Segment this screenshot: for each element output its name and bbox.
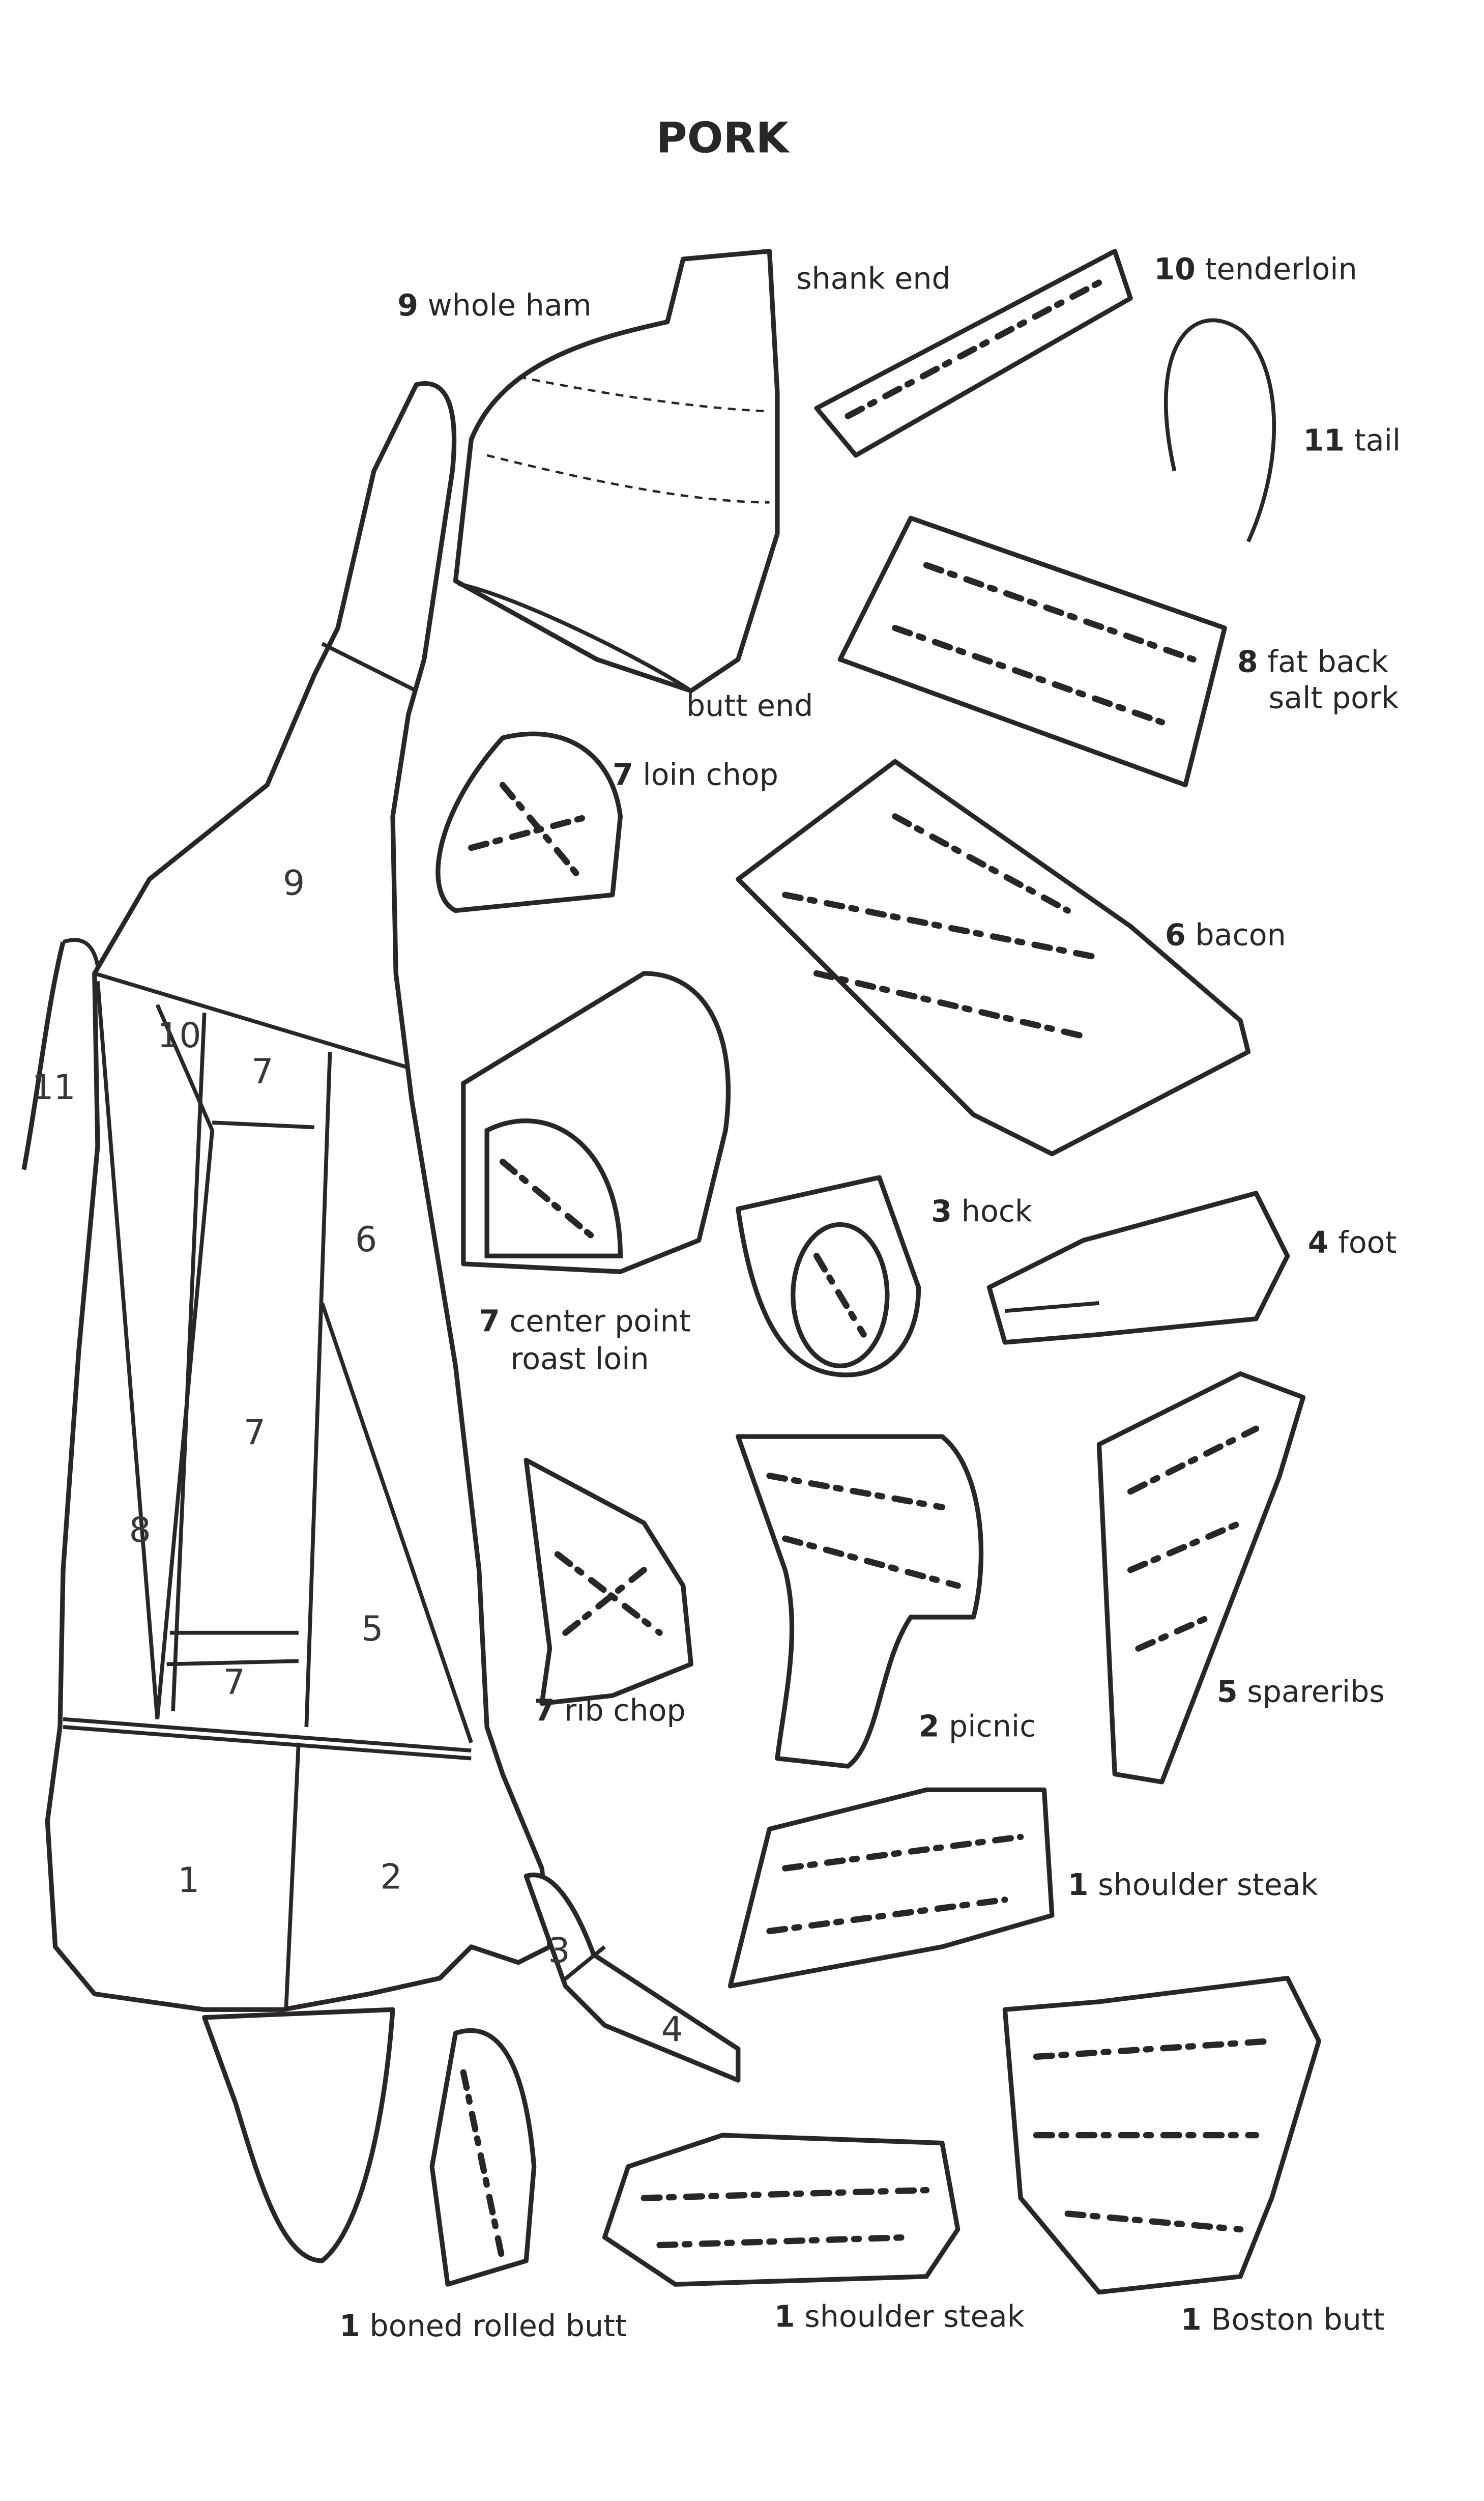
section-number: 4 xyxy=(661,2009,683,2050)
label-foot: 4 foot xyxy=(1308,1225,1397,1260)
picnic-illustration xyxy=(736,1434,984,1769)
whole-ham-illustration xyxy=(453,249,780,694)
section-number: 7 xyxy=(223,1662,245,1703)
label-shoulder-steak: 1 shoulder steak xyxy=(1068,1867,1318,1902)
fat-back-illustration xyxy=(837,515,1227,788)
tenderloin-illustration xyxy=(814,249,1133,458)
label-loin-chop: 7 loin chop xyxy=(613,758,778,792)
label-butt-end: butt end xyxy=(686,688,813,723)
section-number: 3 xyxy=(548,1931,570,1971)
section-number: 9 xyxy=(283,864,305,904)
section-number: 7 xyxy=(251,1052,273,1092)
section-number: 11 xyxy=(32,1068,75,1108)
rib-chop-illustration xyxy=(523,1457,693,1706)
label-rib-chop: 7 rib chop xyxy=(534,1693,686,1728)
section-number: 2 xyxy=(380,1857,402,1898)
label-picnic: 2 picnic xyxy=(919,1709,1036,1743)
section-number: 7 xyxy=(244,1413,266,1453)
carcass-section-numbers: 9 10 11 7 6 7 8 5 7 1 2 3 4 xyxy=(32,864,683,2050)
label-shank-end: shank end xyxy=(796,262,951,296)
label-hock: 3 hock xyxy=(931,1194,1032,1228)
foot-illustration xyxy=(986,1191,1290,1345)
label-tail: 11 tail xyxy=(1303,423,1401,458)
section-number: 8 xyxy=(129,1510,151,1550)
tail-illustration xyxy=(1163,318,1276,543)
pork-carcass-illustration xyxy=(21,381,741,2263)
section-number: 10 xyxy=(157,1016,201,1056)
shoulder-steak-2-illustration xyxy=(602,2133,961,2287)
loin-chop-illustration xyxy=(435,731,623,913)
label-spareribs: 5 spareribs xyxy=(1217,1675,1385,1709)
label-boston-butt: 1 Boston butt xyxy=(1181,2303,1385,2337)
shoulder-steak-illustration xyxy=(728,1787,1055,1989)
label-shoulder-steak-2: 1 shoulder steak xyxy=(774,2299,1025,2334)
spareribs-illustration xyxy=(1096,1371,1306,1785)
label-center-point: 7 center point xyxy=(479,1304,691,1338)
boned-rolled-butt-illustration xyxy=(429,2028,537,2287)
center-point-roast-illustration xyxy=(461,971,731,1274)
label-tenderloin: 10 tenderloin xyxy=(1154,252,1357,286)
section-number: 5 xyxy=(361,1609,383,1649)
boston-butt-illustration xyxy=(1002,1975,1322,2295)
label-fat-back: 8 fat back xyxy=(1237,645,1388,679)
label-bacon: 6 bacon xyxy=(1165,917,1286,952)
hock-illustration xyxy=(736,1175,921,1377)
label-boned-rolled-butt: 1 boned rolled butt xyxy=(339,2309,627,2343)
label-roast-loin: roast loin xyxy=(510,1341,649,1376)
label-salt-pork: salt pork xyxy=(1269,681,1399,715)
diagram-title: PORK xyxy=(656,113,791,162)
section-number: 1 xyxy=(178,1860,199,1901)
section-number: 6 xyxy=(355,1220,377,1260)
label-whole-ham: 9 whole ham xyxy=(397,288,591,323)
bacon-illustration xyxy=(736,759,1251,1157)
